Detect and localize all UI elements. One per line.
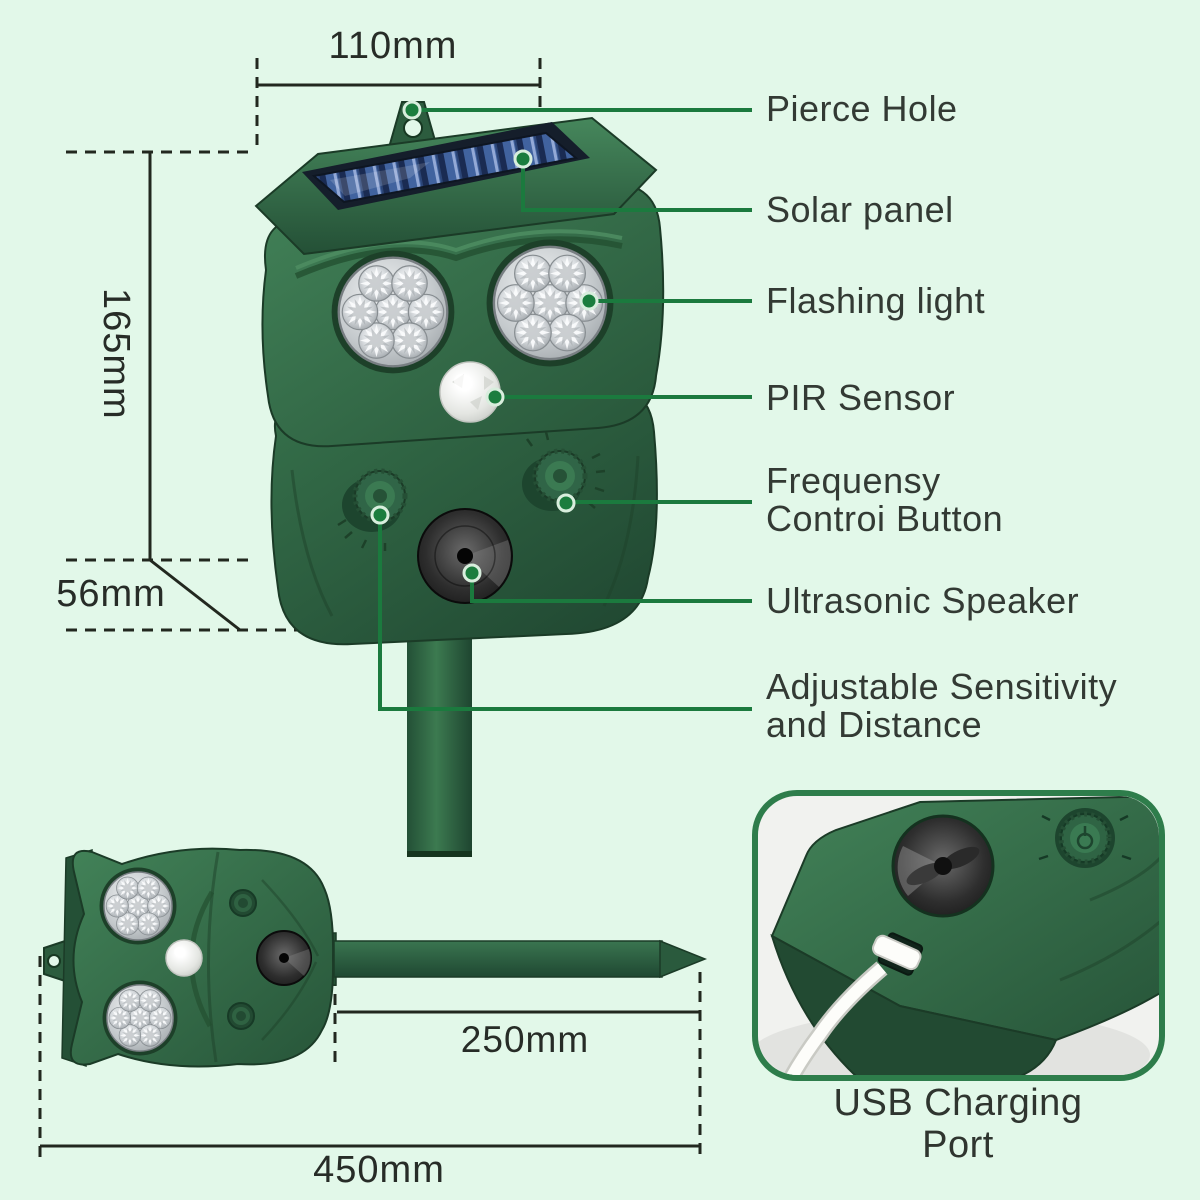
side-pir-sensor: [165, 939, 203, 977]
callout-dot-frequency: [556, 493, 576, 513]
label-solar-panel: Solar panel: [766, 189, 954, 230]
callout-dot-adjustable: [370, 505, 390, 525]
label-frequency-control-button: Frequensy Controi Button: [766, 460, 1004, 539]
side-pierce-hole: [47, 954, 61, 968]
inset-photo: [758, 796, 1159, 1075]
dim-label-165mm: 165mm: [95, 288, 137, 420]
side-knob-bottom: [227, 1002, 255, 1030]
brow-highlight: [295, 229, 623, 270]
inset-usb-plug-group: [872, 934, 922, 971]
inset-device-front-face: [770, 933, 1058, 1075]
inset-speaker-recess: [891, 814, 995, 918]
callout-dots: [370, 100, 599, 583]
dim-label-56mm: 56mm: [56, 573, 166, 615]
dimension-lines: [38, 58, 702, 1158]
dim-label-110mm: 110mm: [328, 25, 458, 67]
label-adjustable-sensitivity: Adjustable Sensitivity and Distance: [766, 666, 1118, 745]
callout-line-solar-panel: [521, 160, 752, 212]
inset-caption: USB Charging Port: [833, 1082, 1083, 1166]
side-flashing-light-top: [100, 868, 177, 945]
inset-power-knob: [1038, 808, 1132, 868]
side-leaf-lines: [261, 879, 320, 1041]
side-device: [43, 847, 708, 1068]
callout-dot-ultrasonic: [462, 563, 482, 583]
usb-cable: [784, 963, 886, 1075]
side-speaker: [256, 930, 312, 986]
callout-dot-pir-sensor: [485, 387, 505, 407]
callout-line-adjustable: [378, 516, 752, 711]
label-ultrasonic-speaker: Ultrasonic Speaker: [766, 580, 1080, 621]
wing-line-right: [602, 455, 640, 607]
side-pir-highlight: [174, 947, 184, 957]
dim-56-diagonal: [149, 558, 241, 632]
usb-inset: [752, 790, 1165, 1081]
solar-panel: [311, 131, 579, 204]
solar-panel-glint: [330, 162, 430, 196]
pierce-hole: [403, 118, 423, 138]
label-pir-sensor: PIR Sensor: [766, 377, 956, 418]
side-seam: [206, 851, 220, 1063]
brow-ridge: [294, 236, 623, 279]
dim-label-450mm: 450mm: [313, 1149, 445, 1191]
label-flashing-light: Flashing light: [766, 280, 986, 321]
callout-dot-pierce-hole: [402, 100, 422, 120]
ground-stake: [333, 940, 663, 978]
callout-dot-solar-panel: [513, 149, 533, 169]
main-device: [254, 101, 665, 857]
usb-plug: [872, 934, 922, 971]
stake-tip: [659, 939, 708, 979]
ultrasonic-speaker: [417, 508, 513, 604]
callout-line-ultrasonic: [470, 574, 752, 603]
mounting-pole-end: [407, 851, 472, 857]
side-flashing-light-bottom: [103, 981, 178, 1056]
callout-lines: [378, 108, 752, 711]
callout-dot-flashing-light: [579, 291, 599, 311]
dim-label-250mm: 250mm: [460, 1019, 590, 1060]
side-knob-top: [229, 889, 257, 917]
wing-line-left: [290, 469, 334, 617]
label-pierce-hole: Pierce Hole: [766, 88, 958, 129]
flashing-light-left: [332, 251, 455, 374]
